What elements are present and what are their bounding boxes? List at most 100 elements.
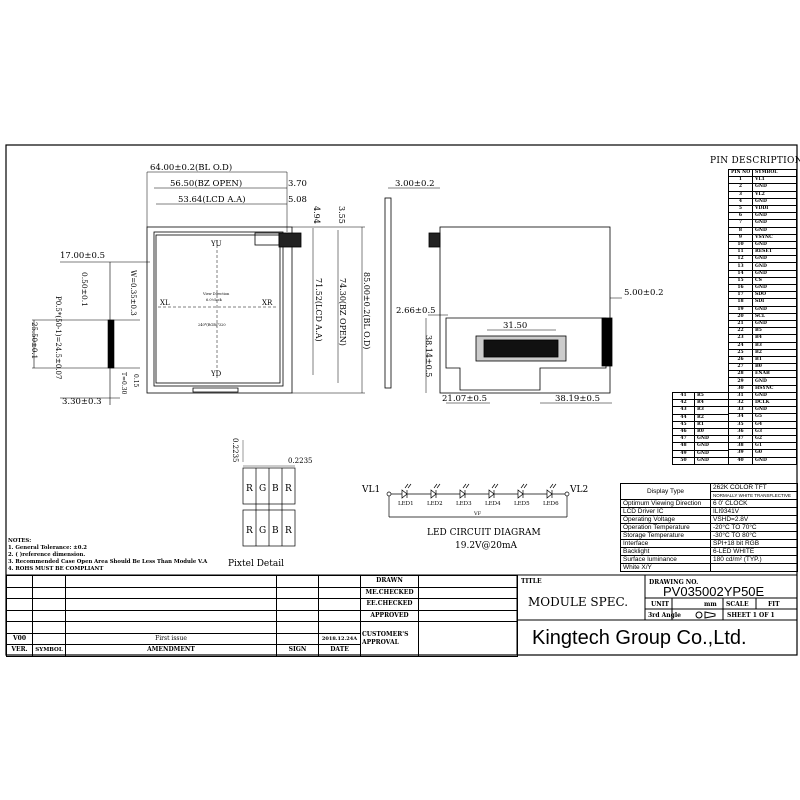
led-circuit	[386, 483, 570, 518]
pin-number: 1	[728, 176, 753, 185]
dim-bl-height: 85.00±0.2(BL O.D)	[362, 272, 371, 349]
pin-number: 13	[728, 262, 753, 271]
subpixel-label: R	[285, 526, 292, 536]
pin-symbol: G4	[752, 420, 797, 429]
subpixel-label: B	[272, 484, 279, 494]
pin-symbol: GND	[752, 319, 797, 329]
pin-number: 38	[728, 442, 753, 451]
header-ver: VER.	[6, 644, 33, 657]
revision-table: DRAWN ME.CHECKED EE.CHECKED APPROVED CUS…	[6, 575, 518, 657]
pin-symbol: R1	[694, 420, 729, 429]
dim-bl-width: 64.00±0.2(BL O.D)	[150, 162, 232, 173]
label-yu: YU	[210, 240, 222, 248]
led-circuit-rating: 19.2V@20mA	[455, 541, 518, 551]
pin-symbol: R0	[694, 427, 729, 437]
pin-number: 47	[672, 435, 695, 444]
spec-value: VSHD=2.8V	[710, 515, 798, 524]
spec-value: ILI9341V	[710, 507, 798, 516]
approved-label: APPROVED	[360, 609, 419, 622]
pin-symbol: B5	[752, 327, 797, 336]
side-view	[384, 187, 440, 389]
pin-symbol: GND	[752, 391, 797, 401]
pin-symbol: G5	[752, 413, 797, 422]
pin-symbol: G2	[752, 434, 797, 444]
notes: NOTES: 1. General Tolerance: ±0.2 2. ( )…	[8, 538, 207, 573]
pin-symbol: GND	[694, 456, 729, 465]
pin-symbol: GND	[752, 377, 797, 386]
spec-label: Operating Voltage	[620, 515, 711, 524]
dim-5-00: 5.00±0.2	[624, 288, 664, 298]
pin-number: 26	[728, 355, 753, 365]
spec-value: -20°C TO 70°C	[710, 523, 798, 532]
pin-number: 28	[728, 370, 753, 379]
dim-aa-width: 53.64(LCD A.A)	[178, 194, 246, 205]
rev-symbol	[32, 632, 66, 645]
pin-symbol: ENAB	[752, 370, 797, 379]
rev-amendment: First issue	[65, 632, 277, 645]
pixel-detail	[242, 440, 296, 547]
pin-number: 30	[728, 384, 753, 393]
drawing-no: PV035002YP50E	[663, 584, 765, 599]
pin-symbol: SCL	[752, 312, 797, 321]
spec-value: -30°C TO 80°C	[710, 531, 798, 540]
pin-number: 34	[728, 413, 753, 422]
led-label: LED6	[543, 501, 559, 507]
pin-number: 21	[728, 319, 753, 329]
pin-symbol: VL1	[752, 176, 797, 185]
dim-0-15: 0.15	[132, 374, 139, 388]
pin-symbol: GND	[752, 226, 797, 235]
dim-3-70: 3.70	[288, 179, 307, 189]
dim-4-94: 4.94	[312, 206, 321, 224]
dim-bz-height: 74.30(BZ OPEN)	[338, 278, 347, 346]
pin-symbol: GND	[694, 435, 729, 444]
pin-number: 23	[728, 334, 753, 343]
subpixel-label: G	[259, 526, 266, 536]
pin-symbol: B2	[752, 348, 797, 357]
note-item: 3. Recommended Case Open Area Should Be …	[8, 559, 208, 565]
pin-number: 40	[728, 456, 753, 465]
pin-number: 32	[728, 398, 753, 408]
led-diode-icon	[430, 483, 441, 499]
subpixel-label: R	[285, 484, 292, 494]
back-view	[425, 226, 622, 404]
pin-symbol: G0	[752, 449, 797, 458]
pin-number: 2	[728, 183, 753, 192]
spec-label: Storage Temperature	[620, 531, 711, 540]
note-item: 1. General Tolerance: ±0.2	[8, 545, 87, 551]
pin-symbol: RESET	[752, 248, 797, 257]
pin-number: 22	[728, 327, 753, 336]
pin-number: 20	[728, 312, 753, 321]
pin-number: 6	[728, 212, 753, 221]
title-value: MODULE SPEC.	[528, 595, 628, 609]
pixel-pitch-vertical: 0.2235	[231, 438, 239, 463]
pin-description-title: PIN DESCRIPTION	[710, 156, 800, 166]
pin-symbol: GND	[752, 406, 797, 415]
pin-symbol: B4	[752, 334, 797, 343]
pin-symbol: GND	[752, 183, 797, 192]
led-diode-icon	[517, 483, 528, 499]
spec-value: 180 cd/m² (TYP.)	[710, 555, 798, 564]
pin-symbol: DCLK	[752, 398, 797, 408]
led-label: LED1	[398, 501, 414, 507]
pin-number: 8	[728, 226, 753, 235]
